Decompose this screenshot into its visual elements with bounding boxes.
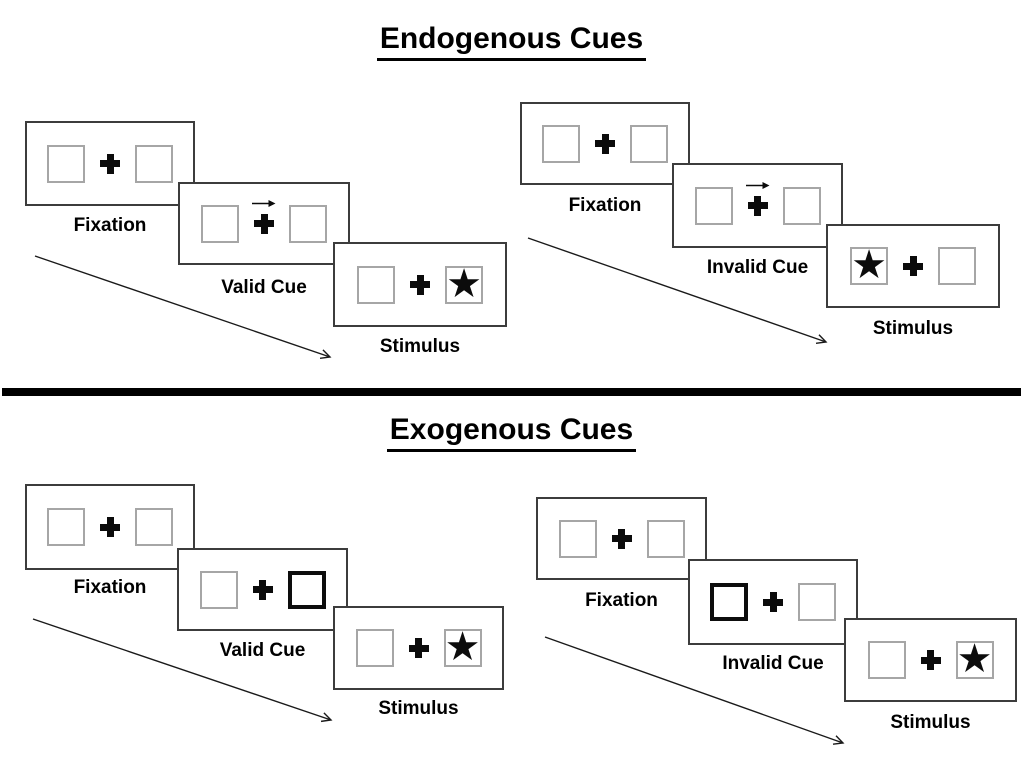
star-target-box: ★ — [445, 260, 483, 307]
endo-invalid-stimulus-panel: ★ — [826, 224, 1000, 308]
exo-invalid-fixation-label: Fixation — [585, 590, 658, 611]
placeholder-box-right — [782, 186, 821, 225]
placeholder-box-right — [289, 204, 327, 243]
placeholder-box-right — [630, 124, 668, 163]
star-icon: ★ — [956, 636, 993, 682]
fixation-cross-icon — [747, 195, 768, 216]
cross-area — [745, 181, 769, 216]
fixation-cross-icon — [763, 592, 783, 612]
cross-area — [594, 133, 616, 154]
section-title-row-exogenous: Exogenous Cues — [0, 414, 1023, 452]
endo-valid-cue-label: Valid Cue — [221, 277, 307, 298]
fixation-cross-icon — [252, 579, 273, 600]
exo-valid-stimulus-panel: ★ — [333, 606, 504, 690]
exo-valid-cue-label: Valid Cue — [219, 640, 306, 661]
fixation-cross-icon — [100, 153, 120, 174]
cross-area — [762, 592, 784, 612]
star-icon: ★ — [444, 624, 481, 670]
fixation-cross-icon — [611, 528, 632, 549]
exo-invalid-fixation-panel — [536, 497, 707, 580]
cross-area — [409, 274, 431, 295]
endo-invalid-cue-label: Invalid Cue — [706, 257, 809, 278]
endo-valid-sequence-arrow — [34, 255, 332, 360]
section-title-row-endogenous: Endogenous Cues — [0, 23, 1023, 61]
endo-invalid-fixation-label: Fixation — [568, 195, 642, 216]
cue-right-arrow-icon — [252, 199, 276, 207]
star-icon: ★ — [851, 242, 887, 288]
fixation-cross-icon — [410, 274, 430, 295]
endo-invalid-stimulus-label: Stimulus — [872, 318, 954, 339]
exo-invalid-cue-panel — [688, 559, 858, 645]
endo-valid-fixation-label: Fixation — [73, 215, 147, 236]
endo-invalid-sequence-arrow — [527, 237, 828, 344]
endo-invalid-cue-panel — [672, 163, 843, 248]
star-target-box: ★ — [443, 624, 482, 670]
placeholder-box-left — [201, 204, 239, 243]
cross-area — [252, 579, 274, 600]
placeholder-box-left — [558, 519, 597, 558]
cue-highlight-box — [287, 570, 326, 609]
fixation-cross-icon — [254, 213, 274, 234]
placeholder-box-left — [47, 508, 85, 546]
star-target-box: ★ — [850, 242, 888, 288]
section-title-endogenous: Endogenous Cues — [376, 23, 647, 61]
endo-valid-cue-panel — [178, 182, 350, 265]
fixation-cross-icon — [920, 650, 941, 670]
cross-area — [408, 638, 430, 658]
placeholder-box-left — [867, 641, 906, 679]
exo-valid-fixation-label: Fixation — [73, 577, 147, 598]
placeholder-box-left — [199, 570, 238, 609]
fixation-cross-icon — [903, 256, 923, 276]
exo-invalid-stimulus-label: Stimulus — [890, 712, 971, 733]
cue-highlight-box — [710, 583, 748, 621]
fixation-cross-icon — [100, 517, 120, 537]
exo-invalid-cue-label: Invalid Cue — [722, 653, 824, 674]
cross-area — [920, 650, 942, 670]
exo-valid-fixation-panel — [25, 484, 195, 570]
placeholder-box-right — [798, 583, 836, 621]
cross-area — [611, 528, 633, 549]
placeholder-box-left — [542, 124, 580, 163]
placeholder-box-left — [694, 186, 733, 225]
placeholder-box-left — [47, 144, 85, 183]
placeholder-box-right — [135, 144, 173, 183]
cross-area — [99, 517, 121, 537]
placeholder-box-right — [646, 519, 685, 558]
cue-right-arrow-icon — [745, 181, 769, 189]
placeholder-box-left — [355, 629, 394, 667]
endo-valid-stimulus-panel: ★ — [333, 242, 507, 327]
section-divider — [2, 388, 1021, 396]
fixation-cross-icon — [595, 133, 615, 154]
exo-valid-sequence-arrow — [32, 618, 333, 723]
exo-valid-cue-panel — [177, 548, 348, 631]
star-icon: ★ — [446, 260, 482, 307]
placeholder-box-left — [357, 265, 395, 304]
cross-area — [252, 199, 276, 234]
endo-valid-fixation-panel — [25, 121, 195, 206]
placeholder-box-right — [938, 247, 976, 285]
endo-invalid-fixation-panel — [520, 102, 690, 185]
endo-valid-stimulus-label: Stimulus — [379, 336, 461, 357]
star-target-box: ★ — [955, 636, 994, 682]
exo-invalid-stimulus-panel: ★ — [844, 618, 1017, 702]
cross-area — [902, 256, 924, 276]
cross-area — [99, 153, 121, 174]
section-title-exogenous: Exogenous Cues — [386, 414, 637, 452]
fixation-cross-icon — [408, 638, 429, 658]
exo-valid-stimulus-label: Stimulus — [378, 698, 459, 719]
placeholder-box-right — [135, 508, 173, 546]
